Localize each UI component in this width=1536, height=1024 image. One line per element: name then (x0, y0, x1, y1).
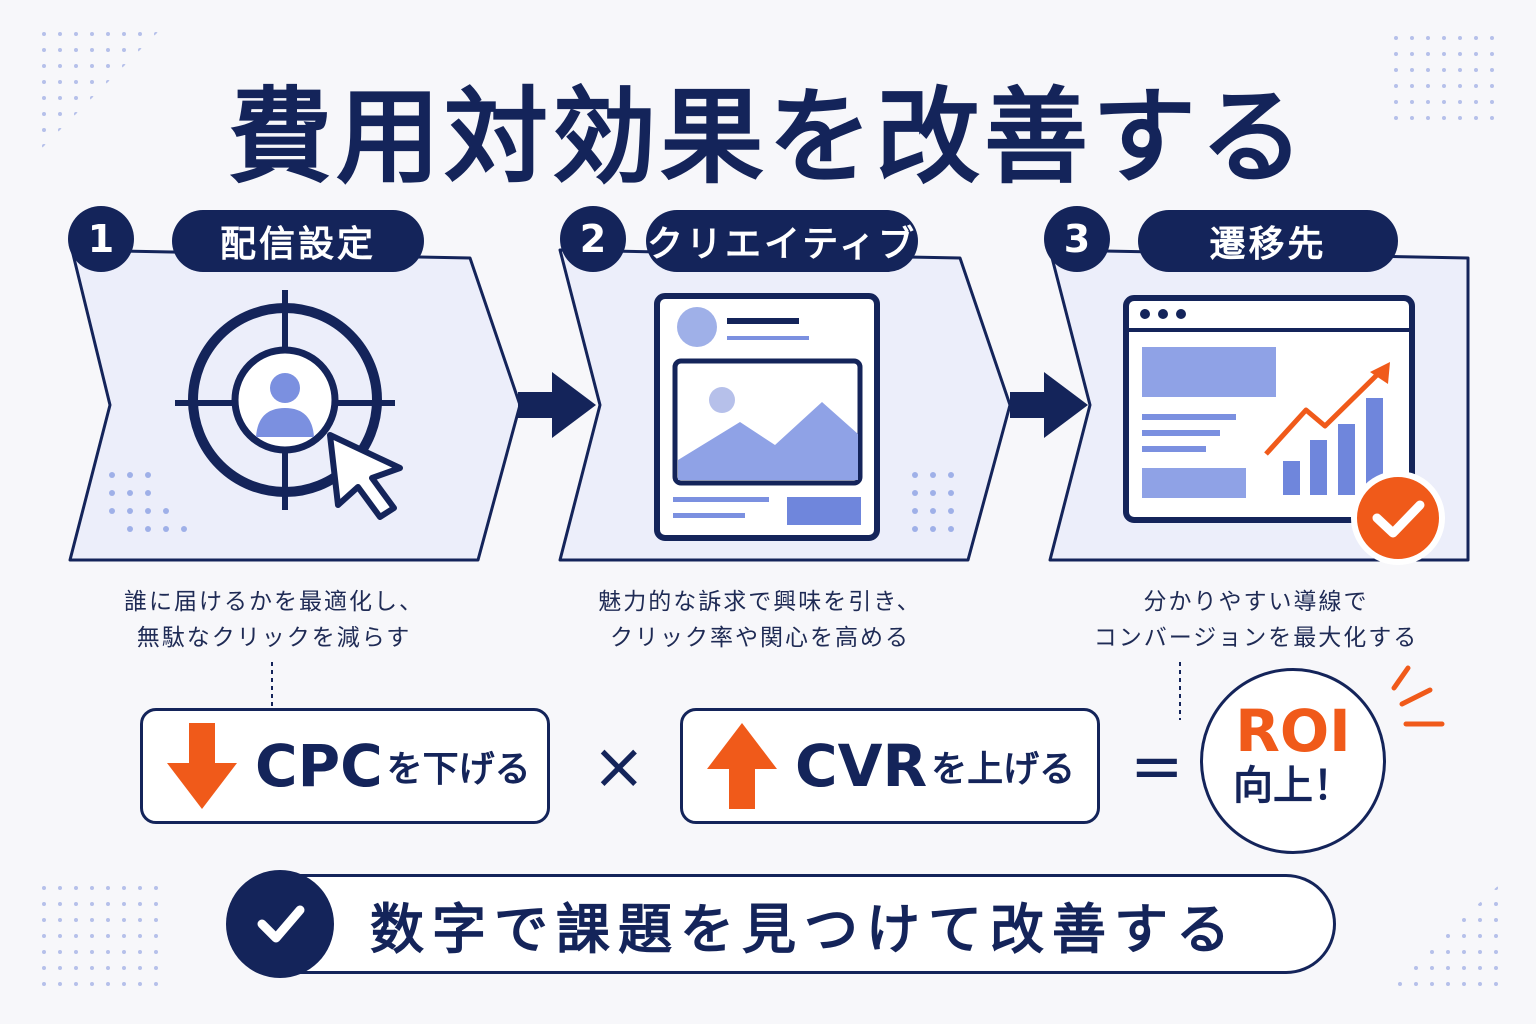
cvr-box: CVR を上げる (680, 708, 1100, 824)
cpc-box: CPC を下げる (140, 708, 550, 824)
dot-pattern-bottom-right (1380, 884, 1500, 994)
connectors-lower (271, 662, 1181, 720)
arrow-1-shaft (518, 392, 558, 418)
check-icon (226, 870, 334, 978)
step-3-number: 3 (1044, 206, 1110, 272)
roi-label: ROI (1235, 697, 1351, 765)
step-3-description: 分かりやすい導線で コンバージョンを最大化する (1046, 584, 1466, 656)
roi-result: ROI 向上！ (1200, 668, 1386, 854)
step-1-desc-line-1: 誰に届けるかを最適化し、 (124, 589, 424, 615)
cursor-icon (327, 432, 403, 520)
burst-lines-icon (1391, 665, 1445, 727)
step-3-desc-line-2: コンバージョンを最大化する (1093, 625, 1419, 651)
bottom-message: 数字で課題を見つけて改善する (300, 874, 1336, 974)
dot-pattern-top-right (1392, 34, 1502, 124)
up-arrow-icon (707, 723, 777, 809)
step-1-label: 配信設定 (172, 210, 424, 272)
arrow-2-shaft (1010, 392, 1050, 418)
arrow-2-head (1044, 372, 1088, 438)
person-body-icon (256, 408, 314, 437)
multiply-operator: × (592, 730, 646, 804)
target-icon (175, 290, 403, 520)
cvr-action: を上げる (931, 749, 1076, 790)
growth-arrow-icon (1264, 366, 1386, 456)
step-panels-graphic (68, 248, 1470, 565)
roi-improve-label: 向上！ (1233, 763, 1353, 809)
step-1-desc-line-2: 無駄なクリックを減らす (136, 625, 412, 651)
sun-icon (709, 387, 735, 413)
step-3-desc-line-1: 分かりやすい導線で (1143, 589, 1369, 615)
creative-post-icon (654, 293, 880, 541)
cvr-label: CVR (795, 732, 928, 800)
dot-pattern-top-left (40, 30, 160, 150)
landing-page-icon (1123, 295, 1445, 565)
cpc-label: CPC (255, 732, 383, 800)
step-1-number: 1 (68, 206, 134, 272)
cpc-action: を下げる (386, 749, 531, 790)
equals-operator: = (1130, 730, 1184, 804)
check-badge-icon (1351, 471, 1445, 565)
step-3-label: 遷移先 (1138, 210, 1398, 272)
step-2-number: 2 (560, 206, 626, 272)
page-title: 費用対効果を改善する (227, 76, 1308, 198)
step-2-label: クリエイティブ (646, 210, 918, 272)
step-1-description: 誰に届けるかを最適化し、 無駄なクリックを減らす (64, 584, 484, 656)
panel-2-dots (912, 472, 954, 532)
person-head-icon (270, 373, 300, 403)
arrow-1-head (552, 372, 596, 438)
chart-bar-icon (1283, 461, 1300, 495)
dot-pattern-bottom-left (40, 884, 160, 994)
down-arrow-icon (167, 723, 237, 809)
mountain-icon (678, 402, 858, 480)
panel-1-dots (109, 472, 187, 532)
step-2-description: 魅力的な訴求で興味を引き、 クリック率や関心を高める (550, 584, 970, 656)
step-2-desc-line-2: クリック率や関心を高める (610, 625, 910, 651)
step-2-desc-line-1: 魅力的な訴求で興味を引き、 (598, 589, 922, 615)
